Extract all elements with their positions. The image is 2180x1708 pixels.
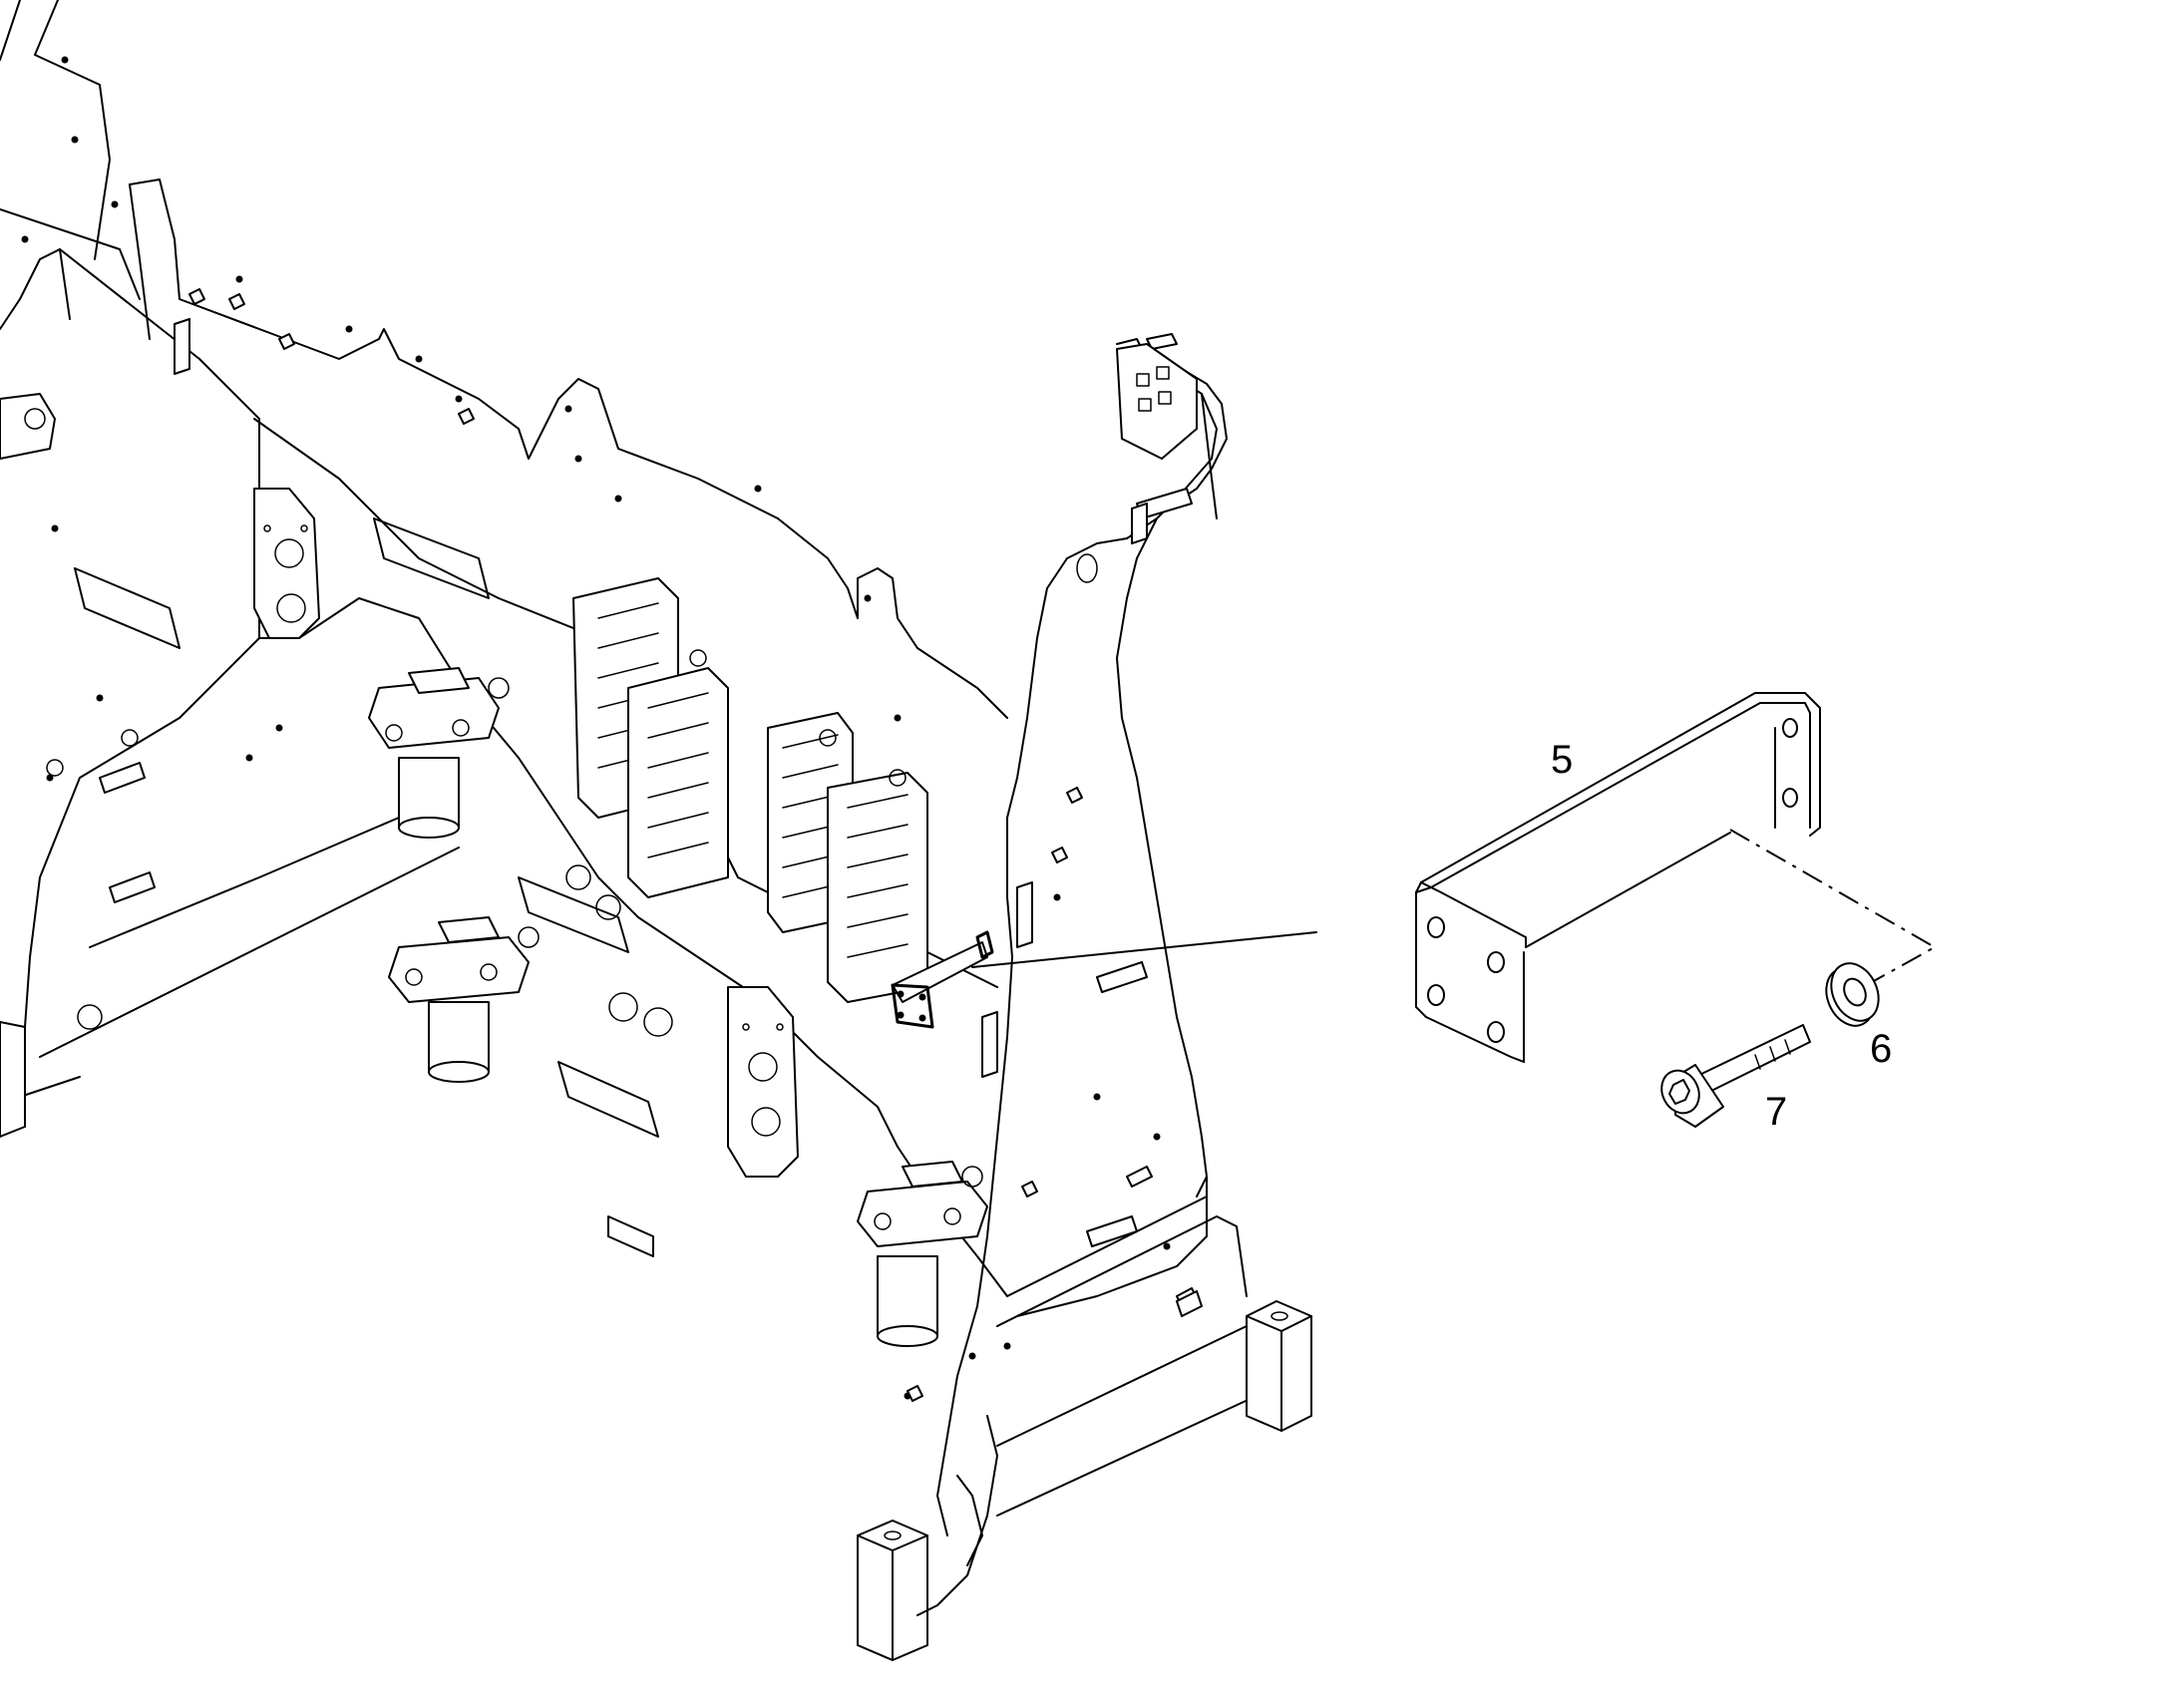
callout-bracket: 5 — [1551, 738, 1573, 782]
washer-part — [1825, 962, 1880, 1027]
installed-bracket-location — [891, 930, 994, 1029]
frame-pins — [188, 288, 1203, 1402]
valve-blocks — [572, 577, 928, 1003]
screw-part — [1660, 1024, 1811, 1128]
leader-line — [971, 931, 1317, 968]
bracket-part — [1415, 692, 1821, 1063]
callout-screw: 7 — [1765, 1090, 1787, 1134]
spacer-blocks — [99, 318, 1198, 1307]
alignment-line — [1729, 829, 1938, 998]
exploded-detail: 5 6 7 — [1415, 692, 1938, 1134]
mounting-plates — [253, 488, 799, 1178]
callout-washer: 6 — [1870, 1027, 1892, 1071]
upper-arm-plate — [1116, 343, 1198, 460]
frame-cutouts — [46, 517, 1098, 1138]
machine-frame-assembly — [0, 0, 1312, 1661]
filter-assemblies — [0, 393, 988, 1347]
